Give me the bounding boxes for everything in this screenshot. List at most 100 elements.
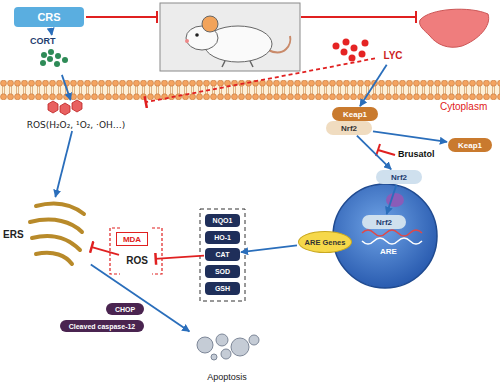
liver-figure-part [420,9,489,47]
arrow-connector [373,131,447,141]
protein-pill: Nrf2 [362,215,406,229]
nucleus-part [386,193,404,207]
mouse-figure [160,3,300,71]
lyc-dots-part [343,39,350,46]
node-text: CORT [30,36,56,46]
protein-pill: Cleaved caspase-12 [60,320,144,332]
lyc-dots-part [359,51,366,58]
ros-node: ROS [120,252,154,268]
node-text: CAT [216,251,230,258]
node-text: ROS [126,255,148,266]
inhibit-line-part [415,11,417,23]
node-text: Keap1 [458,141,482,150]
arrow-connector [62,75,71,100]
apoptotic-cells-part [211,354,217,360]
enzyme-pill: GSH [205,282,240,295]
ros-molecules-part [60,103,70,115]
node-text: CRS [37,11,60,23]
er-figure-part [36,204,84,214]
ros-molecules-part [48,101,58,113]
node-text: ERS [3,229,24,240]
apoptosis-node: Apoptosis [188,332,266,382]
arrow-connector [241,245,297,252]
cort-dots-part [62,57,68,63]
cort-dots-part [54,61,60,67]
arrow-connector [55,131,72,197]
inhibit-line-part [156,11,158,23]
inhibit-connector [155,256,204,259]
compound-node: LYC [376,46,410,64]
node-text: ARE Genes [305,238,346,247]
inhibit-line-part [86,16,157,18]
lyc-dots [333,39,369,62]
node-text: MDA [123,235,141,244]
apoptotic-cells-part [249,335,259,345]
marker-box: MDA [116,232,148,246]
node-text: Cleaved caspase-12 [69,323,136,330]
node-text: Nrf2 [391,173,407,182]
inhibit-line [86,11,416,23]
nucleus-part [362,230,422,236]
ros-bracket [110,228,162,274]
enzyme-pill: CAT [205,248,240,261]
er-figure [30,204,84,264]
arrow-connector [387,185,397,214]
node-text: ROS(H₂O₂, ¹O₂, ·OH…) [27,120,126,130]
ros-molecules-part [72,100,82,112]
node-text: NQO1 [213,217,233,224]
enzyme-box-part [200,209,245,301]
lyc-dots-part [351,45,358,52]
mouse-figure-part [195,33,199,37]
mouse-figure-part [222,61,253,67]
enzyme-box [200,209,245,301]
node-text: Nrf2 [341,124,357,133]
er-figure-part [36,253,72,264]
mouse-figure-part [185,39,189,43]
stress-box: CRS [14,7,84,27]
node-text: Keap1 [343,110,367,119]
arrow-connector [51,28,52,35]
node-text: Apoptosis [207,372,247,382]
cort-dots-part [47,56,53,62]
ros-node: ROS(H₂O₂, ¹O₂, ·OH…) [8,101,144,130]
apoptotic-cells [197,334,259,360]
apoptotic-cells-part [216,334,228,346]
protein-pill: Keap1 [332,107,378,121]
mouse-figure-part [202,16,218,32]
node-text: SOD [215,268,230,275]
enzyme-pill: NQO1 [205,214,240,227]
inhibit-connector [145,58,375,102]
apoptotic-cells-part [231,338,249,356]
apoptotic-cells-part [197,337,213,353]
enzyme-pill: HO-1 [205,231,240,244]
enzyme-pill: SOD [205,265,240,278]
node-text: Nrf2 [376,218,392,227]
lyc-dots-part [362,40,369,47]
brusatol-inhibit-part [378,150,395,155]
inhibit-connector [91,247,119,255]
protein-pill: Nrf2 [376,170,422,184]
protein-pill: CHOP [106,303,144,315]
element-label: ARE [380,247,397,256]
er-figure-part [30,220,82,232]
inhibitor-label: Brusatol [398,149,435,159]
cort-dots-part [41,52,47,58]
node-text: HO-1 [214,234,231,241]
ros-bracket-part [152,228,162,274]
region-label: Cytoplasm [440,101,487,112]
mouse-figure-part [160,3,300,71]
protein-pill: Keap1 [448,138,492,152]
protein-pill: Nrf2 [326,121,372,135]
hormone-node: CORT [28,36,82,74]
ros-molecules [48,100,82,115]
er-node: ERS [2,198,90,270]
gene-ellipse: ARE Genes [298,231,352,253]
node-text: GSH [215,285,230,292]
node-text: CHOP [115,306,135,313]
cort-dots [40,49,68,67]
cort-dots-part [40,60,46,66]
liver-figure [420,9,489,47]
nucleus-part [362,238,422,244]
